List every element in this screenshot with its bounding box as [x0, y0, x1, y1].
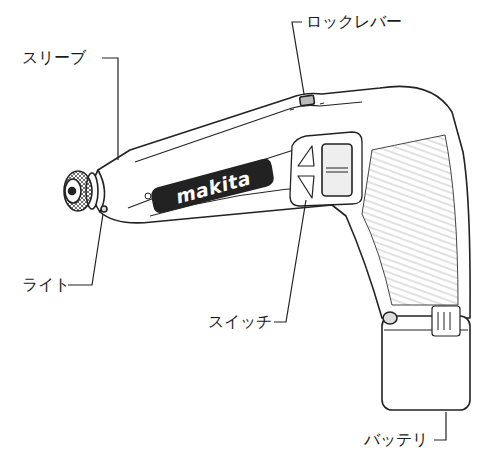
- switch: [322, 144, 352, 196]
- light: [101, 206, 107, 212]
- direction-down: [298, 176, 314, 198]
- switch-detail: [326, 168, 348, 172]
- grip: [362, 135, 458, 305]
- battery-ribs: [438, 312, 450, 330]
- leader-line: [292, 22, 304, 94]
- lever-marks: [290, 103, 324, 110]
- sleeve: [64, 171, 92, 211]
- housing: [98, 86, 470, 318]
- part-label: バッテリ: [364, 430, 428, 449]
- lock-lever: [300, 95, 315, 106]
- battery-label: [432, 306, 460, 336]
- leader-line: [434, 412, 446, 440]
- part-label: スイッチ: [208, 312, 272, 331]
- sleeve-face: [65, 179, 81, 203]
- direction-up: [298, 146, 314, 166]
- switch-panel: [290, 132, 362, 206]
- part-label: ライト: [22, 275, 70, 294]
- leader-line: [274, 200, 306, 322]
- bit-hole: [69, 188, 76, 195]
- leader-line: [68, 214, 103, 285]
- leader-line: [102, 58, 118, 160]
- screw: [145, 193, 151, 199]
- part-label: スリーブ: [22, 48, 86, 67]
- logo-band: [152, 160, 273, 213]
- battery-latch: [383, 312, 397, 324]
- part-label: ロックレバー: [306, 12, 402, 31]
